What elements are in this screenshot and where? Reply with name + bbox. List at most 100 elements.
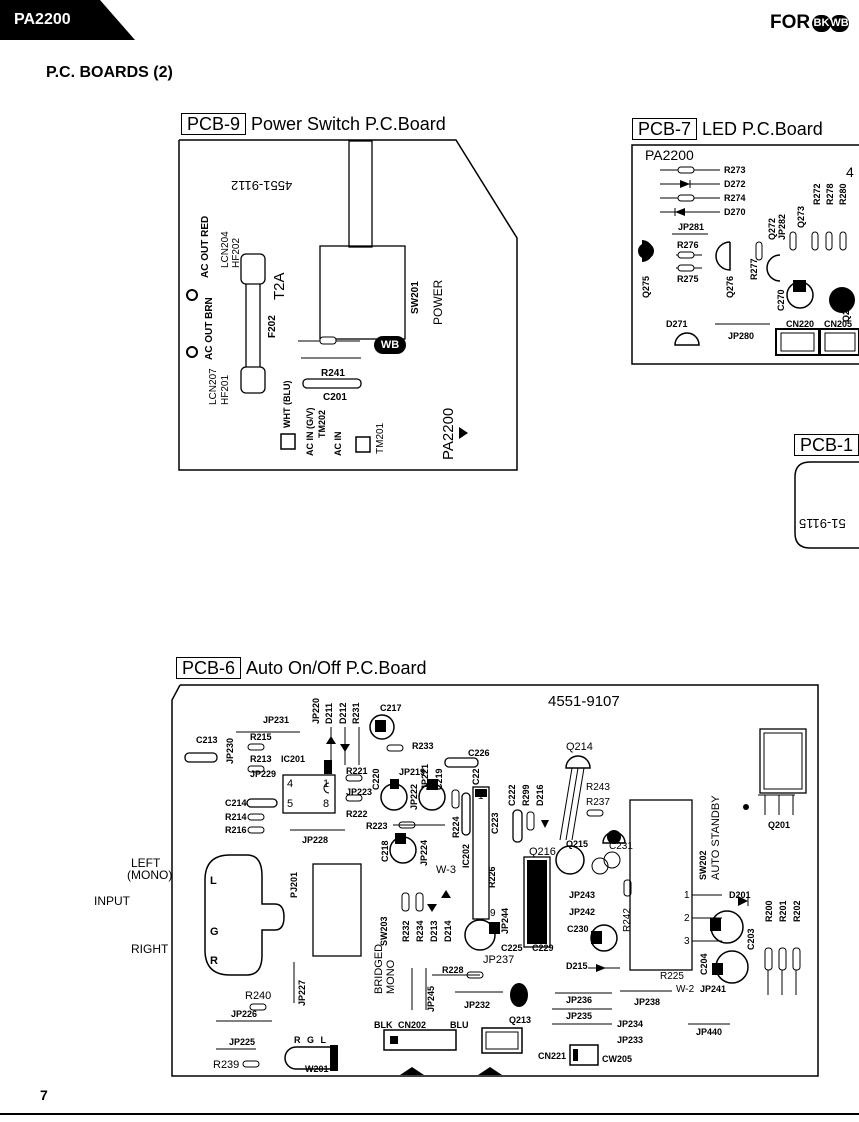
c-w3: W-3 — [436, 864, 456, 876]
pcb9-hf202: HF202 — [231, 237, 242, 268]
pcb7-jp280: JP280 — [728, 331, 755, 341]
pcb1-part-fragment: 51-9115 — [799, 516, 846, 531]
mono-label: (MONO) — [127, 868, 173, 882]
c-r228: R228 — [442, 965, 464, 975]
pcb1-heading: PCB-1 — [794, 434, 859, 456]
pcb7-q275: Q275 — [641, 275, 651, 298]
c-jp238: JP238 — [634, 997, 661, 1007]
pcb6-part-number: 4551-9107 — [548, 693, 620, 710]
c-ic201: IC201 — [281, 754, 306, 764]
pcb7-q272: Q272 — [767, 217, 777, 240]
pcb7-partial-digit: 4 — [846, 164, 854, 180]
c-r233: R233 — [412, 741, 434, 751]
c-jp225: JP225 — [229, 1037, 256, 1047]
page-number: 7 — [40, 1087, 48, 1103]
pcb9-part-number: 4551-9112 — [231, 178, 293, 193]
c-r299: R299 — [521, 784, 531, 806]
pcb7-r276: R276 — [677, 240, 699, 250]
c-c22x: C22 — [471, 768, 481, 785]
c-c226: C226 — [468, 748, 490, 758]
c-d201: D201 — [729, 890, 751, 900]
c-c217: C217 — [380, 703, 402, 713]
c-w201: W201 — [305, 1064, 329, 1074]
c-q213: Q213 — [509, 1015, 532, 1025]
c-jp224: JP224 — [419, 839, 429, 866]
input-label: INPUT — [94, 894, 130, 908]
c-jack-r: R — [210, 955, 218, 967]
c-r223: R223 — [366, 821, 388, 831]
pcb9-id: PCB-9 — [181, 113, 247, 135]
c-jp440: JP440 — [696, 1027, 723, 1037]
c-r224: R224 — [451, 816, 461, 838]
pcb9-sw201: SW201 — [410, 281, 421, 314]
c-c225: C225 — [501, 943, 523, 953]
model-tab-shape — [0, 0, 135, 40]
c-jp232: JP232 — [464, 1000, 491, 1010]
c-ic-pin8: 8 — [323, 798, 330, 810]
right-label: RIGHT — [131, 942, 169, 956]
c-jack-l: L — [210, 875, 217, 887]
pcb7-q273: Q273 — [796, 205, 806, 228]
pcb9-c201: C201 — [323, 392, 347, 403]
pcb9-ac-in-gv: AC IN (G/V) — [305, 407, 315, 457]
c-c220: C220 — [371, 768, 381, 790]
c-c222: C222 — [507, 784, 517, 806]
c-bridged-mono: BRIDGED MONO — [373, 943, 397, 994]
pcb7-r275: R275 — [677, 274, 699, 284]
c-r222: R222 — [346, 809, 368, 819]
c-r237: R237 — [586, 797, 610, 808]
c-r214: R214 — [225, 812, 247, 822]
c-r226: R226 — [487, 866, 497, 888]
c-c214: C214 — [225, 798, 247, 808]
c-jp221: JP221 — [420, 763, 430, 790]
c-jp231: JP231 — [263, 715, 290, 725]
pcb9-model-vertical: PA2200 — [440, 407, 457, 460]
c-r234: R234 — [415, 920, 425, 942]
c-cw205: CW205 — [602, 1054, 633, 1064]
c-r231: R231 — [351, 702, 361, 724]
pcb7-r273: R273 — [724, 165, 746, 175]
c-d214: D214 — [443, 920, 453, 942]
c-ic-pin5: 5 — [287, 798, 294, 810]
c-rgl: R G L — [294, 1035, 328, 1045]
c-c219: C219 — [434, 768, 444, 790]
pcb9-r241: R241 — [321, 368, 345, 379]
pcb7-r274: R274 — [724, 193, 746, 203]
c-sw-pin2: 2 — [684, 913, 690, 924]
pcb9-ac-in: AC IN — [333, 431, 343, 457]
c-jp229: JP229 — [250, 769, 277, 779]
pcb7-title: LED P.C.Board — [702, 119, 823, 139]
c-c203: C203 — [746, 928, 756, 950]
c-d216: D216 — [535, 784, 545, 806]
pcb9-wb-badge: WB — [374, 336, 406, 354]
pcb9-tm201: TM201 — [375, 422, 386, 454]
pcb6-title: Auto On/Off P.C.Board — [246, 658, 427, 678]
bottom-rule — [0, 1113, 859, 1115]
c-q201: Q201 — [768, 820, 791, 830]
pcb9-power: POWER — [431, 279, 445, 325]
c-cn221: CN221 — [538, 1051, 567, 1061]
c-jp243: JP243 — [569, 890, 596, 900]
c-jp220: JP220 — [311, 697, 321, 724]
c-jp230: JP230 — [225, 737, 235, 764]
pcb7-jp282: JP282 — [777, 213, 787, 240]
pcb9-lcn204: LCN204 — [220, 231, 231, 268]
model-label: PA2200 — [14, 11, 71, 28]
c-r216: R216 — [225, 825, 247, 835]
c-w2: W-2 — [676, 984, 695, 995]
c-ic202: IC202 — [461, 843, 471, 868]
pcb7-r280: R280 — [838, 183, 848, 205]
pcb7-model: PA2200 — [645, 147, 694, 163]
c-r232: R232 — [401, 920, 411, 942]
c-sw-pin1: 1 — [684, 890, 690, 901]
c-jp233: JP233 — [617, 1035, 644, 1045]
c-d213: D213 — [429, 920, 439, 942]
c-jp219: JP219 — [399, 767, 426, 777]
c-jp235: JP235 — [566, 1011, 593, 1021]
c-c218: C218 — [380, 840, 390, 862]
left-label: LEFT — [131, 856, 161, 870]
c-pin1: 1 — [478, 791, 484, 802]
c-r202: R202 — [792, 900, 802, 922]
c-pj201: PJ201 — [289, 871, 299, 898]
